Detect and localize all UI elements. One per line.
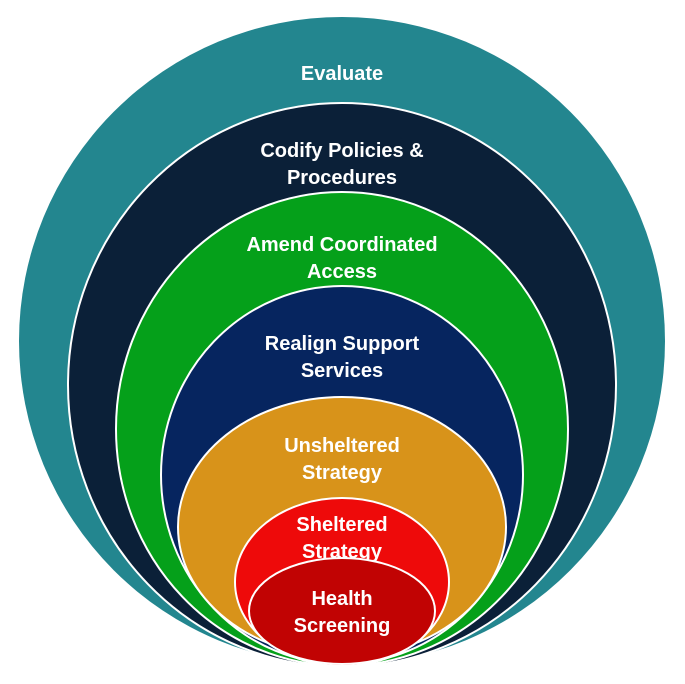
ring-label-realign-support-services-line-2: Services bbox=[301, 360, 383, 382]
ring-label-sheltered-strategy-line-2: Strategy bbox=[302, 541, 383, 563]
ring-label-codify-policies-line-1: Codify Policies & bbox=[260, 140, 423, 162]
ring-label-health-screening-line-1: Health bbox=[311, 588, 372, 610]
ring-label-amend-coordinated-access-line-2: Access bbox=[307, 261, 377, 283]
ring-label-realign-support-services-line-1: Realign Support bbox=[265, 333, 420, 355]
ring-label-codify-policies-line-2: Procedures bbox=[287, 167, 397, 189]
ring-label-evaluate-line-1: Evaluate bbox=[301, 63, 383, 85]
ring-label-unsheltered-strategy-line-1: Unsheltered bbox=[284, 435, 400, 457]
ring-label-unsheltered-strategy-line-2: Strategy bbox=[302, 462, 383, 484]
ring-label-sheltered-strategy-line-1: Sheltered bbox=[296, 514, 387, 536]
ring-label-amend-coordinated-access-line-1: Amend Coordinated bbox=[246, 234, 437, 256]
ring-shape-health-screening bbox=[248, 557, 436, 665]
ring-label-health-screening-line-2: Screening bbox=[294, 615, 391, 637]
